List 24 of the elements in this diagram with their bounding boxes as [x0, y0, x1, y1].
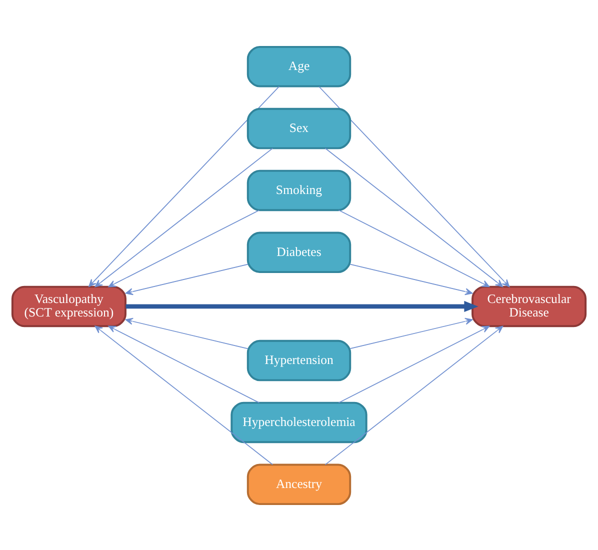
- node-box: Age: [246, 45, 352, 87]
- arrow: [94, 325, 274, 465]
- node-box: Hypertension: [246, 339, 352, 381]
- arrow: [108, 325, 260, 403]
- arrow: [324, 147, 504, 287]
- arrow: [350, 263, 473, 295]
- arrow: [108, 209, 260, 287]
- arrow: [94, 147, 274, 287]
- node-box: Diabetes: [246, 231, 352, 273]
- arrow: [324, 325, 504, 465]
- arrow: [88, 85, 280, 286]
- node-box: Smoking: [246, 169, 352, 211]
- arrow: [125, 317, 248, 349]
- node-box: Sex: [246, 107, 352, 149]
- arrow: [318, 86, 510, 287]
- arrow: [338, 209, 490, 287]
- arrow: [350, 317, 473, 349]
- node-box: Cerebrovascular Disease: [472, 285, 587, 327]
- node-box: Hypercholesterolemia: [230, 401, 368, 443]
- node-box: Vasculopathy (SCT expression): [11, 285, 126, 327]
- arrow: [125, 263, 248, 295]
- arrow: [338, 325, 490, 403]
- arrow: [126, 300, 478, 312]
- node-box: Ancestry: [246, 463, 352, 505]
